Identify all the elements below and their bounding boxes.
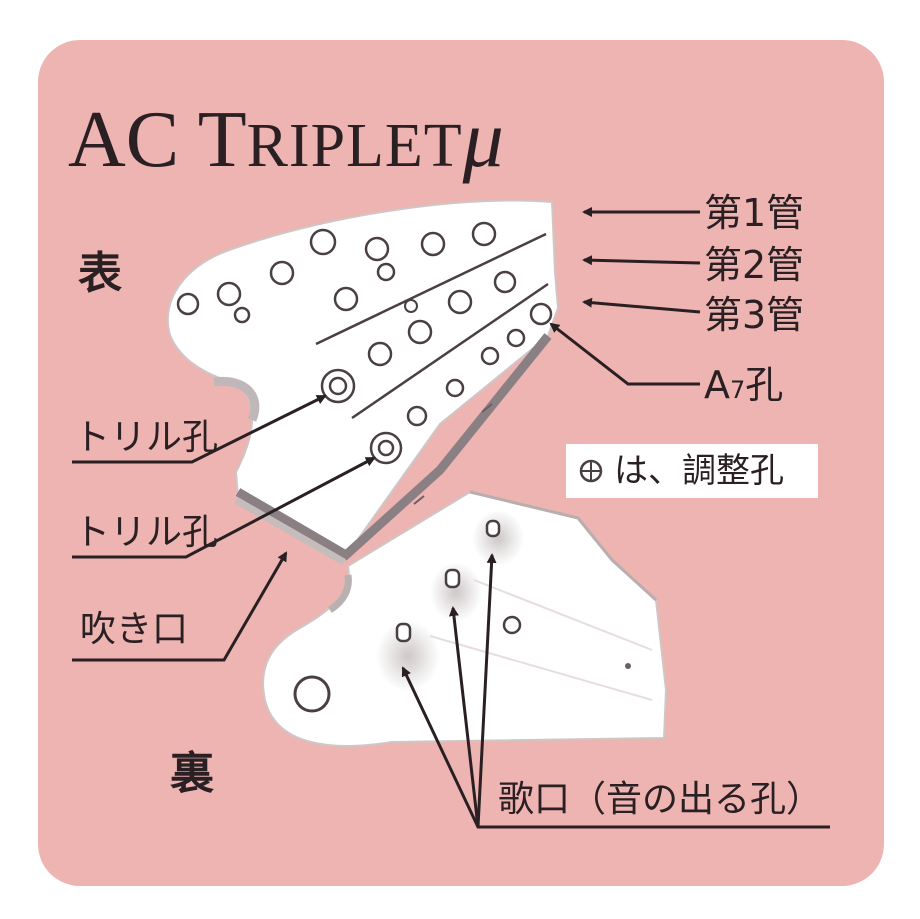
label-tube1: 第1管 [704,191,805,235]
label-tube3: 第3管 [704,293,805,337]
arrow-trill2 [72,456,376,559]
label-back: 裏 [170,748,214,799]
label-a7-base: A [704,363,730,407]
title-part2: RIPLET [246,112,463,180]
arrow-sound3 [476,553,497,828]
ocarina-front-view [166,199,560,566]
arrow-mouthpiece [72,551,288,662]
label-trill1: トリル孔 [74,417,219,458]
sound-hole-1 [395,622,412,643]
product-title: AC TRIPLETμ [68,98,504,181]
arrow-tube3 [582,297,701,314]
arrow-trill1 [72,394,327,464]
title-part1: AC T [68,96,247,184]
callouts [72,207,830,829]
sound-hole-2 [444,568,461,589]
tube-line-1 [315,232,547,346]
adjustment-hole-symbol-icon [579,459,603,483]
a7-hole [529,302,553,326]
back-thumb-hole [293,675,331,713]
note-adjustment-hole: は、調整孔 [566,444,818,498]
arrow-a7 [549,322,700,386]
label-a7-sub: 7 [730,376,746,404]
arrow-tube2 [582,255,701,266]
label-trill2: トリル孔 [74,512,219,553]
label-sound-hole: 歌口（音の出る孔） [498,779,823,820]
sound-hole-3 [485,519,501,538]
label-front: 表 [78,248,122,299]
label-mouthpiece: 吹き口 [80,609,189,650]
ocarina-back-view [262,490,668,747]
label-a7-tail: 孔 [745,363,784,407]
arrow-sound2 [448,606,480,828]
note-text: は、調整孔 [614,451,784,491]
tube-line-2 [351,282,549,420]
label-a7: A7孔 [704,366,783,404]
label-tube2: 第2管 [704,243,805,287]
title-mu: μ [462,93,504,184]
